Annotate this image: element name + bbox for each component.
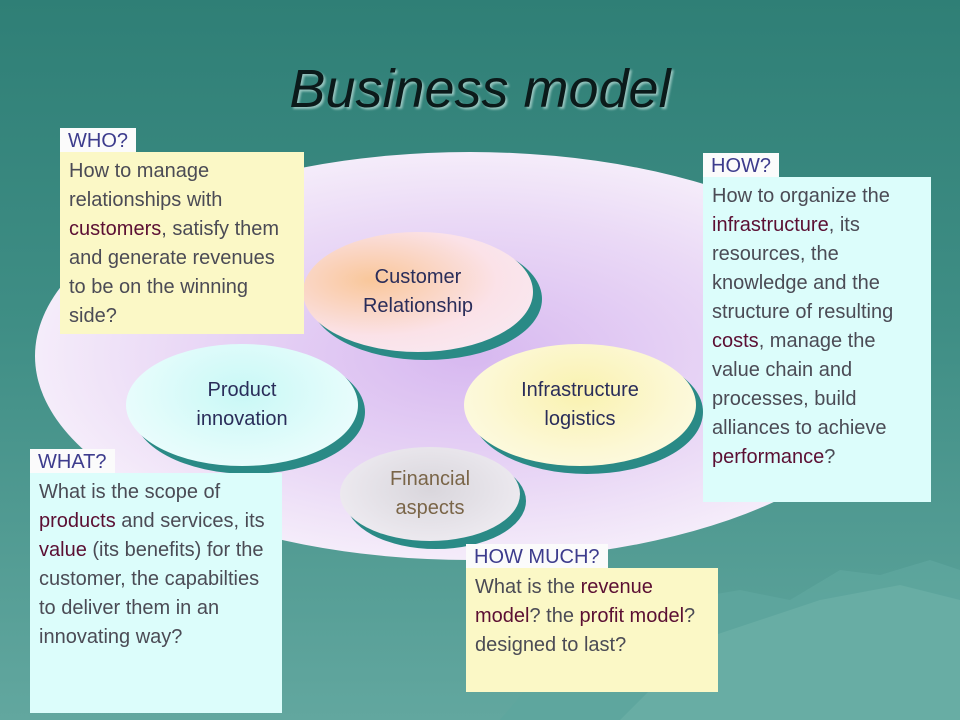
- who-box: How to manage relationships with custome…: [60, 152, 304, 334]
- what-text: What is the scope of: [39, 481, 221, 503]
- how-highlight-infrastructure: infrastructure: [712, 214, 829, 236]
- howmuch-highlight-profit: profit model: [579, 605, 685, 627]
- what-highlight-products: products: [39, 510, 116, 532]
- what-text: and services, its: [115, 510, 265, 532]
- oval-customer-relationship: Customer Relationship: [303, 232, 533, 352]
- oval-product-label: Product innovation: [196, 379, 288, 430]
- how-text: , its resources, the knowledge and the s…: [712, 214, 894, 323]
- what-text: (its benefits) for the customer, the cap…: [39, 539, 264, 648]
- howmuch-highlight-revenue: revenue model: [475, 576, 653, 627]
- oval-customer-label: Customer Relationship: [362, 266, 474, 317]
- page-title: Business model: [289, 59, 671, 119]
- howmuch-text: What is the: [475, 576, 581, 598]
- howmuch-tag: HOW MUCH?: [466, 544, 608, 569]
- what-tag: WHAT?: [30, 449, 115, 474]
- oval-infrastructure-label: Infrastructure logistics: [521, 379, 639, 430]
- how-highlight-performance: performance: [712, 446, 825, 468]
- howmuch-box: What is the revenue model? the profit mo…: [466, 568, 718, 692]
- how-box: How to organize the infrastructure, its …: [703, 177, 931, 502]
- who-highlight-customers: customers: [69, 218, 162, 240]
- how-text: , manage the value chain and processes, …: [712, 330, 887, 439]
- what-highlight-value: value: [39, 539, 87, 561]
- oval-financial-aspects: Financial aspects: [340, 447, 520, 541]
- how-text: ?: [824, 446, 836, 468]
- howmuch-text: ? designed to last?: [475, 605, 696, 656]
- how-text: How to organize the: [712, 185, 890, 207]
- howmuch-text: ? the: [529, 605, 580, 627]
- how-tag: HOW?: [703, 153, 779, 178]
- oval-infrastructure-logistics: Infrastructure logistics: [464, 344, 696, 466]
- oval-financial-label: Financial aspects: [389, 468, 471, 519]
- who-tag: WHO?: [60, 128, 136, 153]
- how-highlight-costs: costs: [712, 330, 759, 352]
- who-text: , satisfy them and generate revenues to …: [69, 218, 280, 327]
- oval-product-innovation: Product innovation: [126, 344, 358, 466]
- what-box: What is the scope of products and servic…: [30, 473, 282, 713]
- who-text: How to manage relationships with: [69, 160, 223, 211]
